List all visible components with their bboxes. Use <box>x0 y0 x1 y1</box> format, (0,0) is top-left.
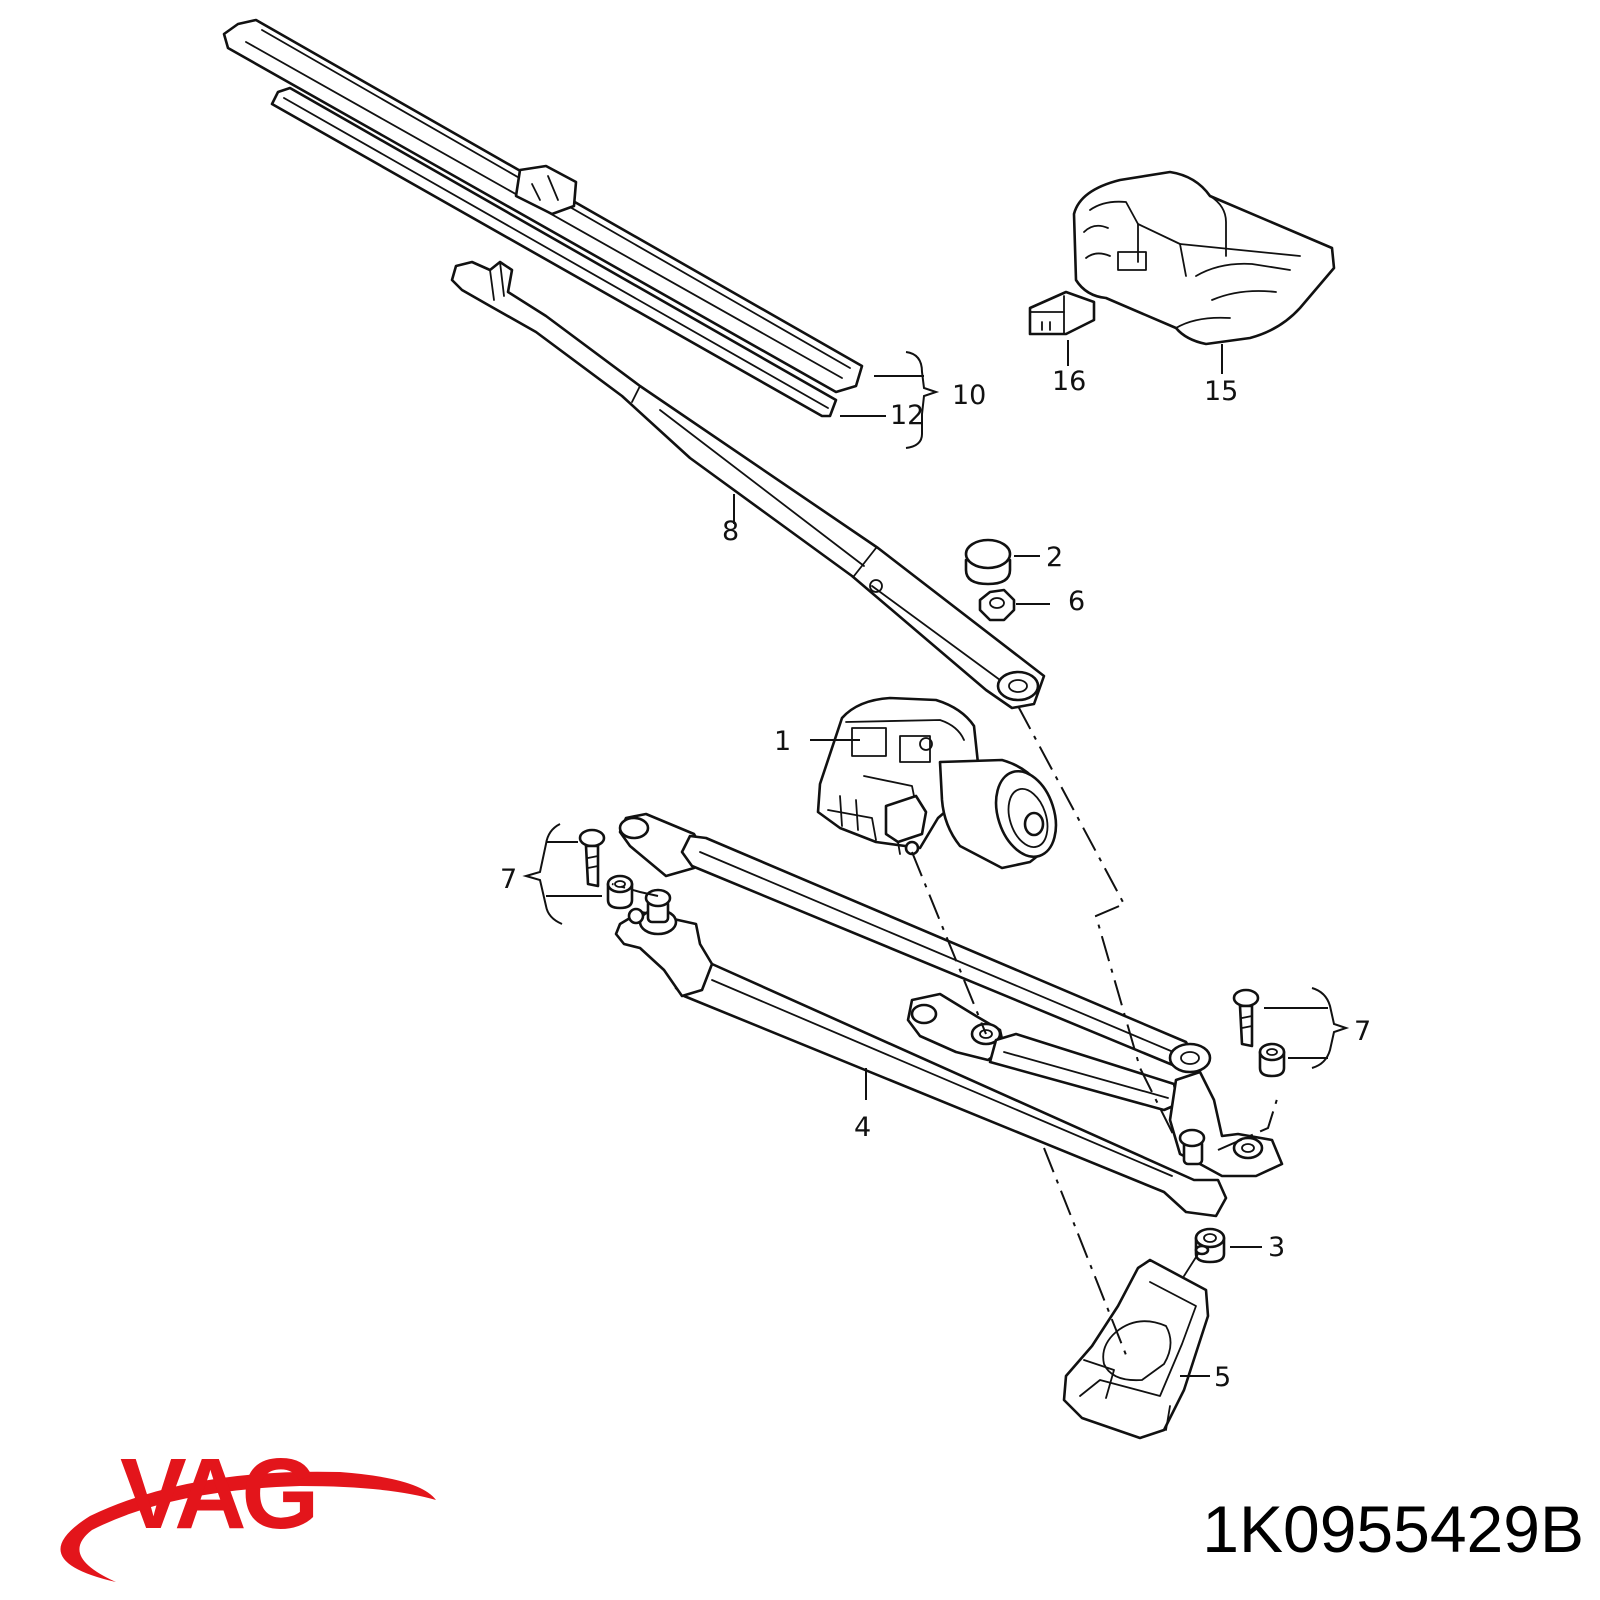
rain-sensor-module <box>1072 170 1336 346</box>
callout-1: 1 <box>774 726 791 757</box>
callout-15: 15 <box>1204 376 1238 407</box>
wiper-motor <box>816 696 1058 870</box>
callout-2: 2 <box>1046 542 1063 573</box>
callout-7-right: 7 <box>1354 1016 1371 1047</box>
callout-10: 10 <box>952 380 986 411</box>
part-number: 1K0955429B <box>1202 1492 1584 1566</box>
callout-16: 16 <box>1052 366 1086 397</box>
callout-labels: 1 2 3 4 5 6 7 7 8 10 12 15 16 <box>500 366 1371 1393</box>
sensor-connector <box>1028 290 1096 336</box>
callout-8: 8 <box>722 516 739 547</box>
callout-4: 4 <box>854 1112 871 1143</box>
grommet-right <box>1258 1042 1286 1078</box>
logo-text: VAG <box>120 1438 314 1550</box>
cover-cap <box>964 538 1012 586</box>
grommet-left <box>606 874 634 910</box>
assembly-guide-lines <box>611 705 1279 1361</box>
logo-swoosh <box>60 1471 436 1582</box>
vag-logo: VAG <box>60 1438 436 1582</box>
leader-lines <box>522 340 1350 1377</box>
wiper-arm <box>450 260 1046 710</box>
mounting-bolt-right <box>1232 988 1260 1048</box>
wiper-linkage <box>614 812 1284 1218</box>
callout-7-left: 7 <box>500 864 517 895</box>
callout-5: 5 <box>1214 1362 1231 1393</box>
callout-6: 6 <box>1068 586 1085 617</box>
motor-bracket <box>1062 1244 1210 1440</box>
callout-12: 12 <box>890 400 924 431</box>
callout-3: 3 <box>1268 1232 1285 1263</box>
wiper-blade <box>222 18 864 394</box>
mounting-bolt-left <box>578 828 606 888</box>
wiper-blade-insert <box>270 86 838 418</box>
hex-nut <box>978 588 1016 622</box>
